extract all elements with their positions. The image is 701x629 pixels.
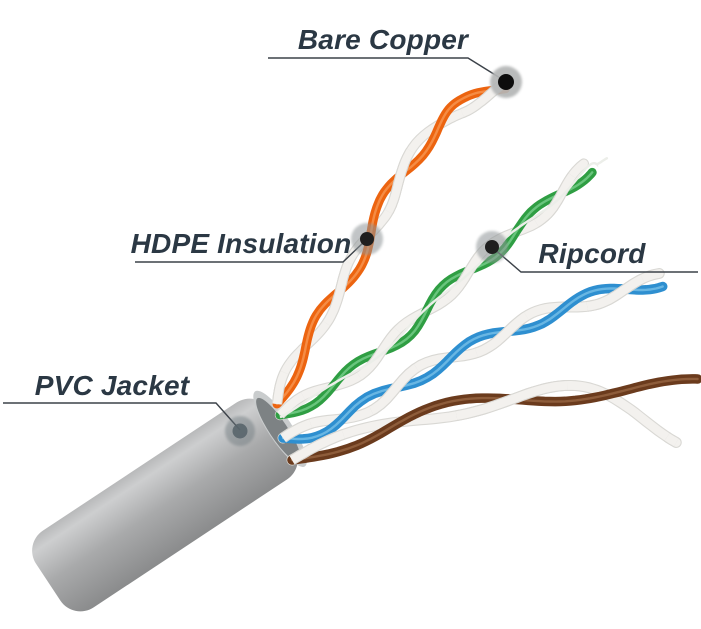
wire-strand xyxy=(277,160,587,418)
callout-dot-ripcord xyxy=(476,231,508,263)
label-ripcord: Ripcord xyxy=(538,238,646,269)
label-bare-copper: Bare Copper xyxy=(297,24,469,55)
label-hdpe-insulation: HDPE Insulation xyxy=(130,228,352,259)
label-pvc-jacket: PVC Jacket xyxy=(34,370,190,401)
cable-jacket xyxy=(32,390,307,612)
callout-dot-hdpe-insulation xyxy=(351,223,383,255)
wire-strand xyxy=(280,269,661,442)
leader-line-bare-copper xyxy=(268,57,506,82)
brown-twisted-pair xyxy=(286,374,701,466)
wire-strand xyxy=(289,381,679,464)
jacket-body xyxy=(32,398,298,612)
blue-twisted-pair xyxy=(277,268,668,444)
jacket-opening xyxy=(256,397,301,463)
wire-strand xyxy=(281,285,664,441)
callout-dot-bare-copper xyxy=(490,66,522,98)
callout-dot-pvc-jacket xyxy=(225,416,255,446)
